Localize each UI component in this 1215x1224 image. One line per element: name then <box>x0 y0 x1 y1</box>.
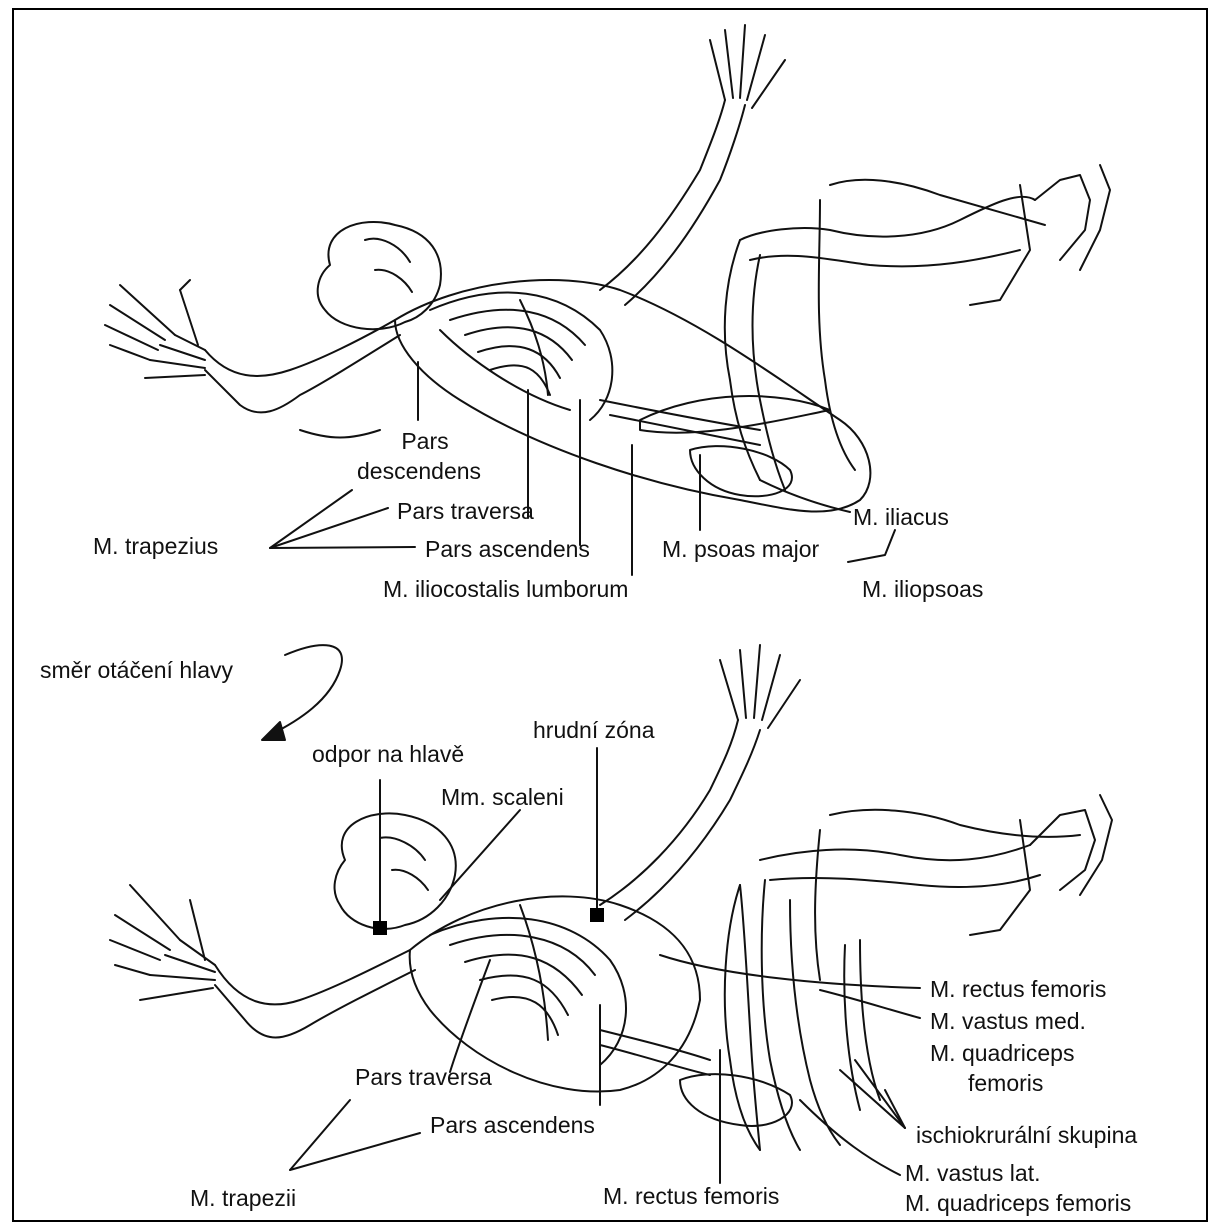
resistance-marker <box>373 921 387 935</box>
label-m-trapezii: M. trapezii <box>190 1185 296 1211</box>
label-pars-ascendens-bottom: Pars ascendens <box>430 1112 595 1138</box>
label-m-psoas-major: M. psoas major <box>662 536 819 562</box>
label-m-iliopsoas: M. iliopsoas <box>862 576 983 602</box>
label-m-iliocostalis: M. iliocostalis lumborum <box>383 576 628 602</box>
label-m-rectus-femoris-bottom: M. rectus femoris <box>603 1183 779 1209</box>
label-m-rectus-femoris-right: M. rectus femoris <box>930 976 1106 1002</box>
label-head-rotation-direction: směr otáčení hlavy <box>40 657 233 683</box>
label-odpor-na-hlave: odpor na hlavě <box>312 741 464 767</box>
label-pars-descendens-1: Pars <box>395 428 455 454</box>
label-m-quadriceps-1: M. quadriceps <box>930 1040 1074 1066</box>
label-m-trapezius: M. trapezius <box>93 533 218 559</box>
label-mm-scaleni: Mm. scaleni <box>441 784 564 810</box>
label-m-vastus-med: M. vastus med. <box>930 1008 1086 1034</box>
label-ischiokruralni: ischiokrurální skupina <box>916 1122 1137 1148</box>
label-hrudni-zona: hrudní zóna <box>533 717 654 743</box>
label-pars-traversa-bottom: Pars traversa <box>355 1064 492 1090</box>
chest-zone-marker <box>590 908 604 922</box>
label-m-quadriceps-2: femoris <box>968 1070 1043 1096</box>
label-pars-traversa-top: Pars traversa <box>397 498 534 524</box>
label-pars-ascendens-top: Pars ascendens <box>425 536 590 562</box>
label-pars-descendens-2: descendens <box>357 458 481 484</box>
label-m-quadriceps-femoris: M. quadriceps femoris <box>905 1190 1131 1216</box>
rotation-arrow <box>262 645 342 740</box>
label-m-iliacus: M. iliacus <box>853 504 949 530</box>
label-m-vastus-lat: M. vastus lat. <box>905 1160 1040 1186</box>
top-skeleton-figure <box>105 25 1110 512</box>
